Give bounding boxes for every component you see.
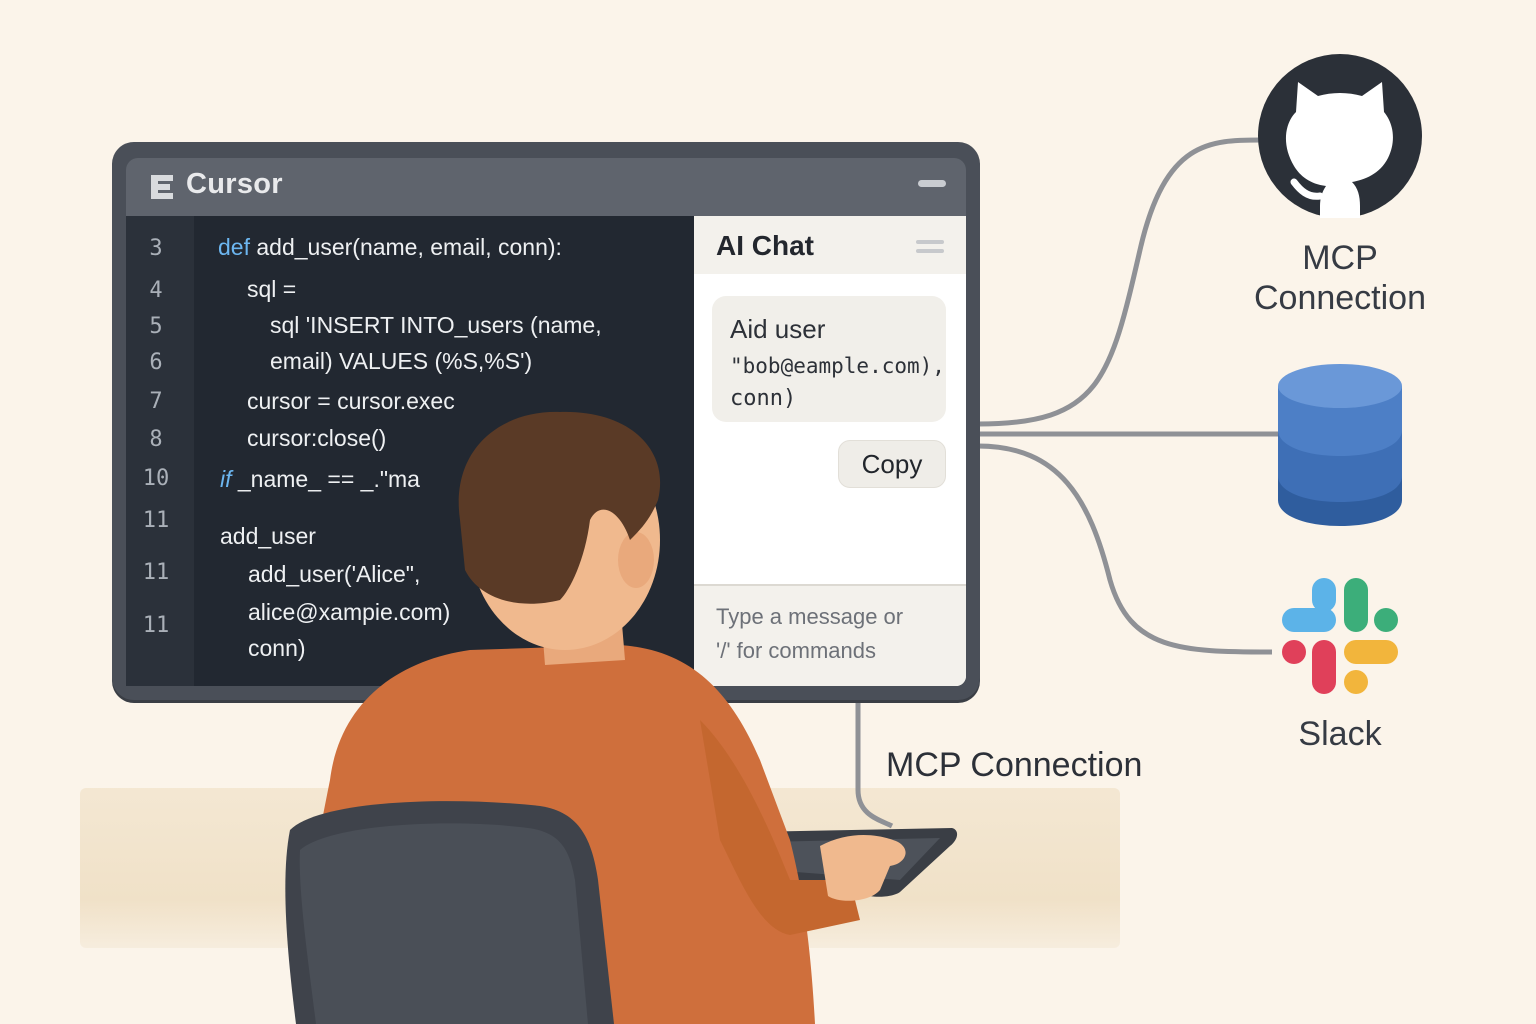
app-name: Cursor xyxy=(186,168,283,200)
line-number: 4 xyxy=(149,278,163,303)
chat-title: AI Chat xyxy=(716,230,814,261)
chat-message-line: conn) xyxy=(730,386,797,411)
line-number: 10 xyxy=(142,466,170,491)
slack-label: Slack xyxy=(1298,715,1382,753)
code-line: if _name_ == _."ma xyxy=(220,466,420,493)
code-line: sql = xyxy=(247,276,297,302)
code-line: conn) xyxy=(248,635,306,661)
code-text: add_user(name, email, conn): xyxy=(249,234,562,260)
hand xyxy=(820,835,906,901)
code-line: cursor:close() xyxy=(247,425,387,451)
github-label-line: Connection xyxy=(1253,279,1426,317)
chat-input-placeholder: Type a message or xyxy=(716,604,904,629)
line-number: 8 xyxy=(149,427,163,452)
github-connection-label: MCP Connection xyxy=(1240,238,1440,318)
github-label-line: MCP xyxy=(1302,239,1378,277)
code-keyword: if xyxy=(220,466,232,492)
github-icon[interactable] xyxy=(1258,54,1422,218)
code-line: add_user('Alice", xyxy=(248,561,421,587)
code-keyword: def xyxy=(218,234,250,260)
code-line: sql 'INSERT INTO_users (name, xyxy=(270,312,602,338)
chat-input-placeholder: '/' for commands xyxy=(716,638,877,663)
copy-button[interactable]: Copy xyxy=(838,440,946,488)
code-line: cursor = cursor.exec xyxy=(247,388,455,414)
line-number: 11 xyxy=(142,508,170,533)
code-line: email) VALUES (%S,%S') xyxy=(270,348,533,374)
cable-connection-label: MCP Connection xyxy=(886,746,1143,784)
line-number-gutter xyxy=(126,216,194,686)
chat-message-bubble xyxy=(712,296,946,422)
chat-message-line: Aid user xyxy=(730,314,826,344)
hair xyxy=(458,411,661,604)
window-titlebar xyxy=(126,158,966,216)
database-icon[interactable] xyxy=(1278,364,1402,526)
line-number: 6 xyxy=(149,350,163,375)
line-number: 5 xyxy=(149,314,163,339)
line-number: 11 xyxy=(142,613,170,638)
code-line: alice@xampie.com) xyxy=(248,599,451,625)
chat-header xyxy=(694,216,966,274)
line-number: 3 xyxy=(149,236,163,261)
cursor-logo-icon xyxy=(151,175,173,199)
chat-input[interactable] xyxy=(694,584,966,686)
line-number: 11 xyxy=(142,560,170,585)
chat-menu-icon[interactable] xyxy=(916,240,944,256)
code-line: add_user xyxy=(220,523,316,549)
code-line: def add_user(name, email, conn): xyxy=(218,234,562,261)
line-number: 7 xyxy=(149,389,163,414)
slack-icon[interactable] xyxy=(1282,578,1398,694)
code-text: _name_ == _."ma xyxy=(231,466,420,492)
minimize-button[interactable] xyxy=(918,180,946,187)
chat-message-line: "bob@eample.com), xyxy=(730,354,945,378)
